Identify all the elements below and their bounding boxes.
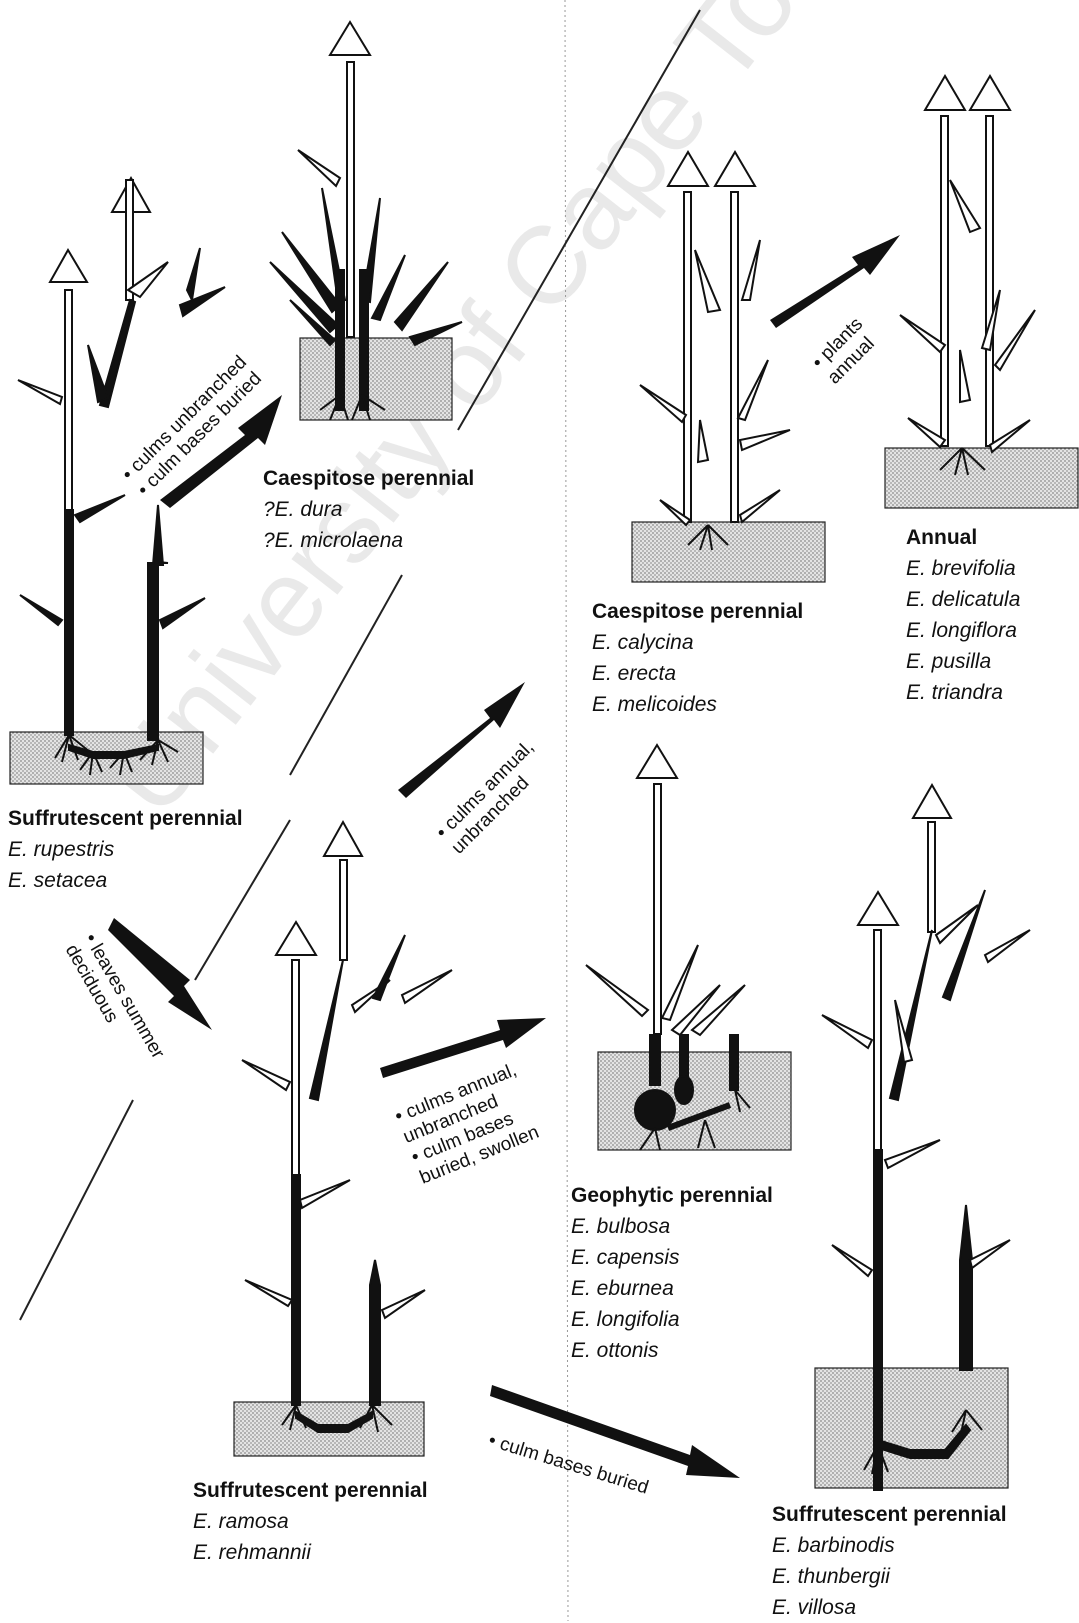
group-title: Suffrutescent perennial	[8, 803, 243, 834]
divider-line	[290, 575, 402, 775]
species-name: E. melicoides	[592, 689, 803, 720]
arrow-t5	[380, 1018, 546, 1078]
species-name: E. setacea	[8, 865, 243, 896]
species-name: E. brevifolia	[906, 553, 1020, 584]
species-name: E. rupestris	[8, 834, 243, 865]
species-name: E. villosa	[772, 1592, 1007, 1623]
group-label-g2: Caespitose perennial ?E. dura ?E. microl…	[263, 463, 474, 556]
divider-line	[458, 10, 700, 430]
plant-g3	[640, 152, 790, 550]
group-title: Geophytic perennial	[571, 1180, 773, 1211]
group-label-g7: Suffrutescent perennial E. barbinodis E.…	[772, 1499, 1007, 1623]
species-name: E. capensis	[571, 1242, 773, 1273]
group-label-g3: Caespitose perennial E. calycina E. erec…	[592, 596, 803, 720]
group-label-g5: Geophytic perennial E. bulbosa E. capens…	[571, 1180, 773, 1366]
species-name: ?E. dura	[263, 494, 474, 525]
species-name: E. ottonis	[571, 1335, 773, 1366]
soil-g7	[815, 1368, 1008, 1488]
species-name: E. ramosa	[193, 1506, 428, 1537]
species-name: E. calycina	[592, 627, 803, 658]
species-name: E. eburnea	[571, 1273, 773, 1304]
species-name: E. thunbergii	[772, 1561, 1007, 1592]
divider-line	[20, 1100, 133, 1320]
group-title: Caespitose perennial	[263, 463, 474, 494]
species-name: ?E. microlaena	[263, 525, 474, 556]
soil-g5	[598, 1052, 791, 1150]
species-name: E. pusilla	[906, 646, 1020, 677]
species-name: E. barbinodis	[772, 1530, 1007, 1561]
species-name: E. erecta	[592, 658, 803, 689]
group-label-g6: Suffrutescent perennial E. ramosa E. reh…	[193, 1475, 428, 1568]
species-name: E. delicatula	[906, 584, 1020, 615]
plant-g4	[900, 76, 1035, 475]
group-label-g4: Annual E. brevifolia E. delicatula E. lo…	[906, 522, 1020, 708]
soil-g3	[632, 522, 825, 582]
soil-blocks	[10, 338, 1078, 1488]
species-name: E. bulbosa	[571, 1211, 773, 1242]
group-title: Suffrutescent perennial	[193, 1475, 428, 1506]
species-name: E. triandra	[906, 677, 1020, 708]
group-title: Suffrutescent perennial	[772, 1499, 1007, 1530]
group-title: Caespitose perennial	[592, 596, 803, 627]
species-name: E. rehmannii	[193, 1537, 428, 1568]
soil-g4	[885, 448, 1078, 508]
group-title: Annual	[906, 522, 1020, 553]
species-name: E. longifolia	[571, 1304, 773, 1335]
group-label-g1: Suffrutescent perennial E. rupestris E. …	[8, 803, 243, 896]
arrow-t2	[770, 235, 900, 328]
species-name: E. longiflora	[906, 615, 1020, 646]
